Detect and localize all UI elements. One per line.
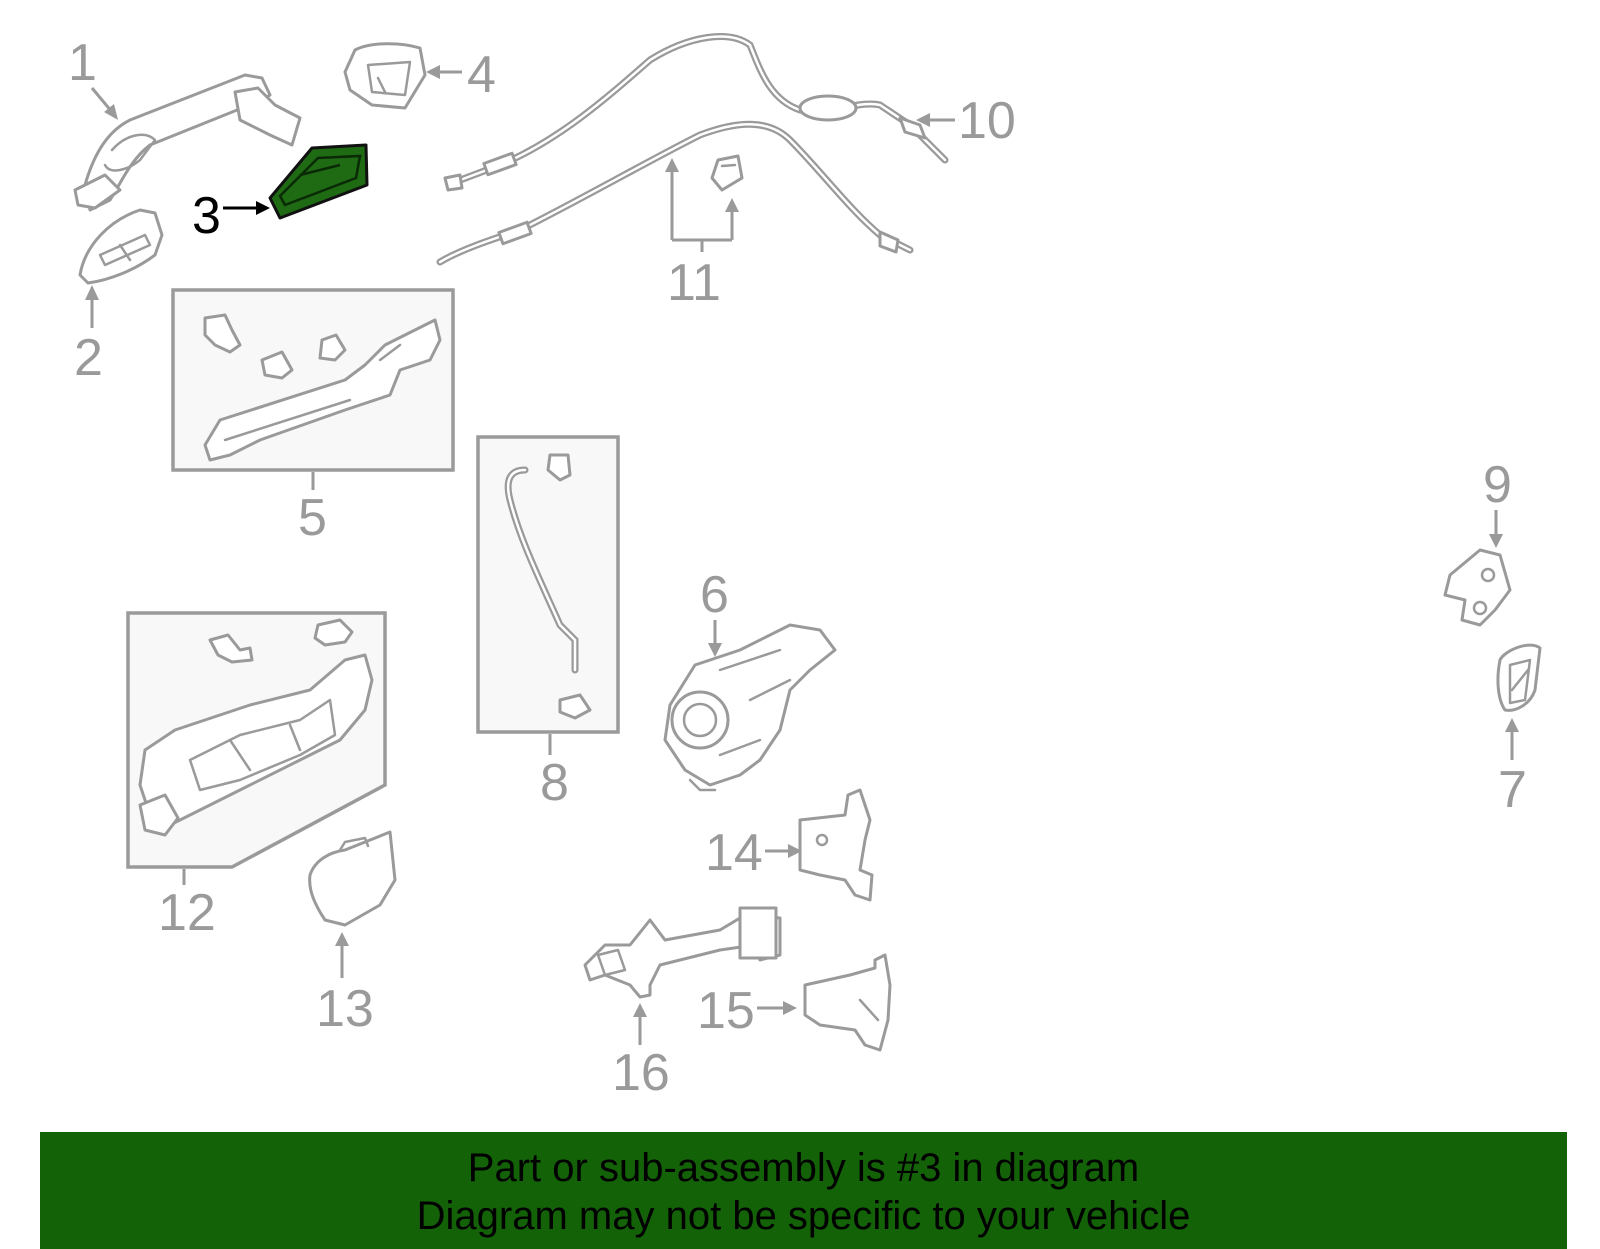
callout-label-14: 14 (705, 824, 763, 882)
callout-label-15: 15 (697, 982, 755, 1040)
callout-label-7: 7 (1498, 761, 1527, 819)
part-5-inner-handle-set[interactable] (171, 288, 455, 472)
callout-9: 9 (1483, 456, 1512, 548)
callout-label-10: 10 (958, 92, 1016, 150)
callout-label-16: 16 (612, 1044, 670, 1102)
part-9-striker[interactable] (1443, 548, 1512, 627)
callout-label-6: 6 (700, 566, 729, 624)
info-banner: Part or sub-assembly is #3 in diagram Di… (40, 1132, 1567, 1249)
callout-5: 5 (298, 472, 327, 547)
callout-label-11: 11 (667, 254, 721, 312)
callout-16: 16 (612, 1003, 670, 1102)
part-6-door-latch[interactable] (663, 623, 837, 792)
part-13-handle-cover[interactable] (308, 830, 397, 927)
part-8-lock-rod-set[interactable] (476, 435, 620, 734)
banner-line-2: Diagram may not be specific to your vehi… (416, 1194, 1191, 1238)
callout-label-2: 2 (74, 329, 103, 387)
part-12-outer-handle-frame[interactable] (126, 611, 387, 869)
part-10-cable[interactable] (443, 33, 949, 192)
callout-10: 10 (916, 92, 1016, 150)
part-7-striker-cover[interactable] (1496, 643, 1542, 712)
part-3-highlighted[interactable] (268, 143, 369, 220)
part-15-bracket[interactable] (803, 953, 892, 1052)
part-16-door-check[interactable] (583, 906, 782, 999)
part-11-cable[interactable] (436, 120, 914, 266)
callout-label-12: 12 (158, 884, 216, 942)
callout-14: 14 (705, 824, 802, 882)
callout-label-1: 1 (68, 34, 97, 92)
part-14-bracket[interactable] (798, 788, 874, 902)
callout-4: 4 (426, 46, 496, 104)
callout-label-13: 13 (316, 980, 374, 1038)
part-2-handle-cap[interactable] (78, 208, 164, 285)
callout-12: 12 (158, 869, 216, 942)
callout-label-8: 8 (540, 754, 569, 812)
callout-label-5: 5 (298, 489, 327, 547)
callout-13: 13 (316, 932, 374, 1038)
part-4-lock-cover[interactable] (343, 42, 427, 110)
callout-label-4: 4 (467, 46, 496, 104)
callout-11: 11 (665, 158, 739, 312)
callout-7: 7 (1498, 718, 1527, 819)
callout-label-3: 3 (192, 187, 221, 245)
callout-3: 3 (192, 187, 270, 245)
callout-label-9: 9 (1483, 456, 1512, 514)
callout-6: 6 (700, 566, 729, 657)
part-1-outer-handle[interactable] (73, 73, 302, 212)
banner-line-1: Part or sub-assembly is #3 in diagram (467, 1146, 1140, 1190)
callout-8: 8 (540, 734, 569, 812)
callout-15: 15 (697, 982, 797, 1040)
callout-2: 2 (74, 285, 103, 387)
banner-text: Part or sub-assembly is #3 in diagram Di… (40, 1132, 1567, 1240)
callout-1: 1 (68, 34, 118, 120)
